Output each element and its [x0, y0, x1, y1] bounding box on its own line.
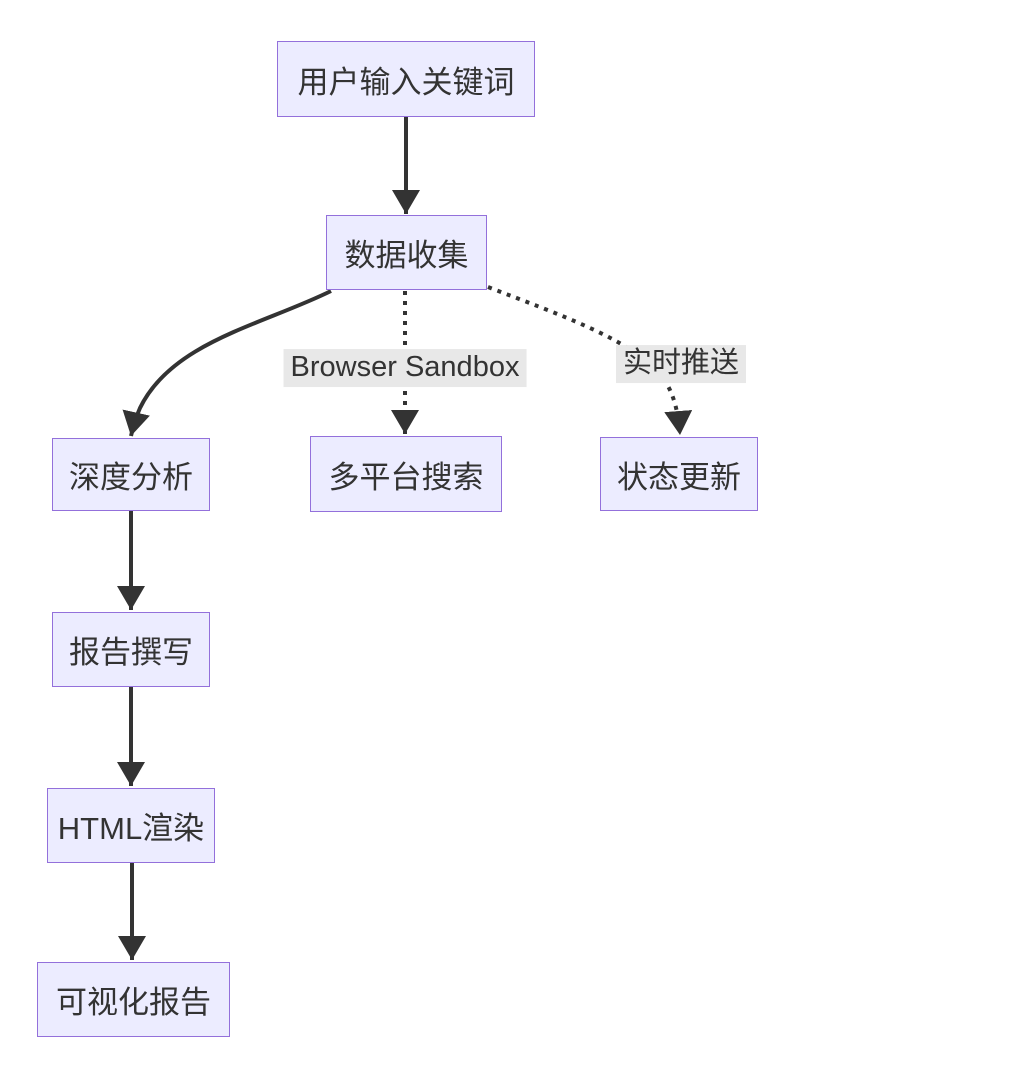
edge-collect-to-status: [487, 285, 693, 436]
node-report-writing: 报告撰写: [52, 612, 210, 687]
node-multi-platform-search: 多平台搜索: [310, 436, 502, 512]
node-label: 深度分析: [69, 460, 193, 495]
node-status-update: 状态更新: [600, 437, 758, 511]
node-html-render: HTML渲染: [47, 788, 215, 863]
node-label: 报告撰写: [69, 635, 193, 670]
node-label: HTML渲染: [57, 811, 205, 846]
node-label: 多平台搜索: [328, 459, 484, 495]
node-deep-analysis: 深度分析: [52, 438, 210, 511]
node-label: 可视化报告: [56, 985, 211, 1020]
node-visual-report: 可视化报告: [37, 962, 230, 1037]
node-label: 数据收集: [344, 238, 469, 273]
edge-collect-to-analyze: [122, 289, 332, 437]
node-user-input-keyword: 用户输入关键词: [277, 41, 535, 117]
edge-label-browser-sandbox: Browser Sandbox: [283, 349, 527, 387]
node-label: 用户输入关键词: [297, 64, 515, 100]
edge-label-realtime-push: 实时推送: [615, 345, 747, 383]
node-label: 状态更新: [617, 459, 741, 495]
node-data-collection: 数据收集: [326, 215, 487, 290]
